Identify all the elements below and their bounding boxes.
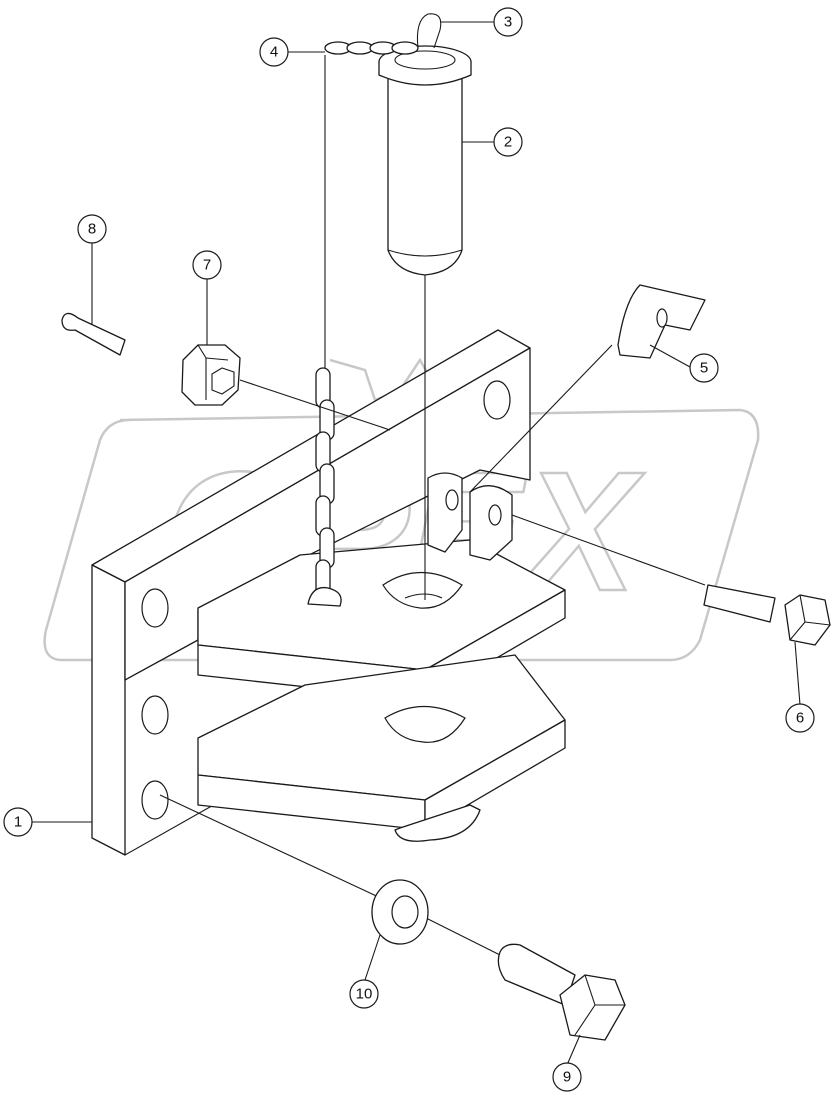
callout-9: 9 [552,1062,582,1092]
svg-text:7: 7 [203,257,211,274]
plate-hole-2 [141,695,169,735]
callout-4: 4 [259,37,289,67]
upper-jaw-hole [382,571,463,609]
svg-text:8: 8 [88,221,96,238]
plate-hole-1 [141,588,169,628]
svg-text:9: 9 [563,1069,571,1086]
plate-hole-3 [141,780,169,820]
cotter-pin [61,312,126,356]
callout-3: 3 [493,7,523,37]
lower-jaw-hole [384,705,466,743]
svg-text:2: 2 [504,134,512,151]
svg-text:1: 1 [14,814,22,831]
svg-text:4: 4 [270,44,278,61]
lower-jaw [197,654,566,842]
svg-text:5: 5 [700,360,708,377]
callout-1: 1 [3,807,33,837]
callout-2: 2 [493,127,523,157]
bolt-lower [159,794,626,1041]
callout-7: 7 [192,250,222,280]
svg-text:3: 3 [504,14,512,31]
leader-lines [32,21,801,1066]
plate-hole-4 [483,380,511,420]
bracket [469,284,706,493]
svg-text:6: 6 [796,710,804,727]
washer [371,879,429,945]
pin-ring [416,13,442,49]
callout-8: 8 [77,214,107,244]
callout-10: 10 [349,979,379,1009]
callout-6: 6 [785,703,815,733]
nut [181,344,391,431]
svg-text:10: 10 [356,986,373,1003]
callout-5: 5 [689,353,719,383]
bolt-upper [511,514,831,646]
